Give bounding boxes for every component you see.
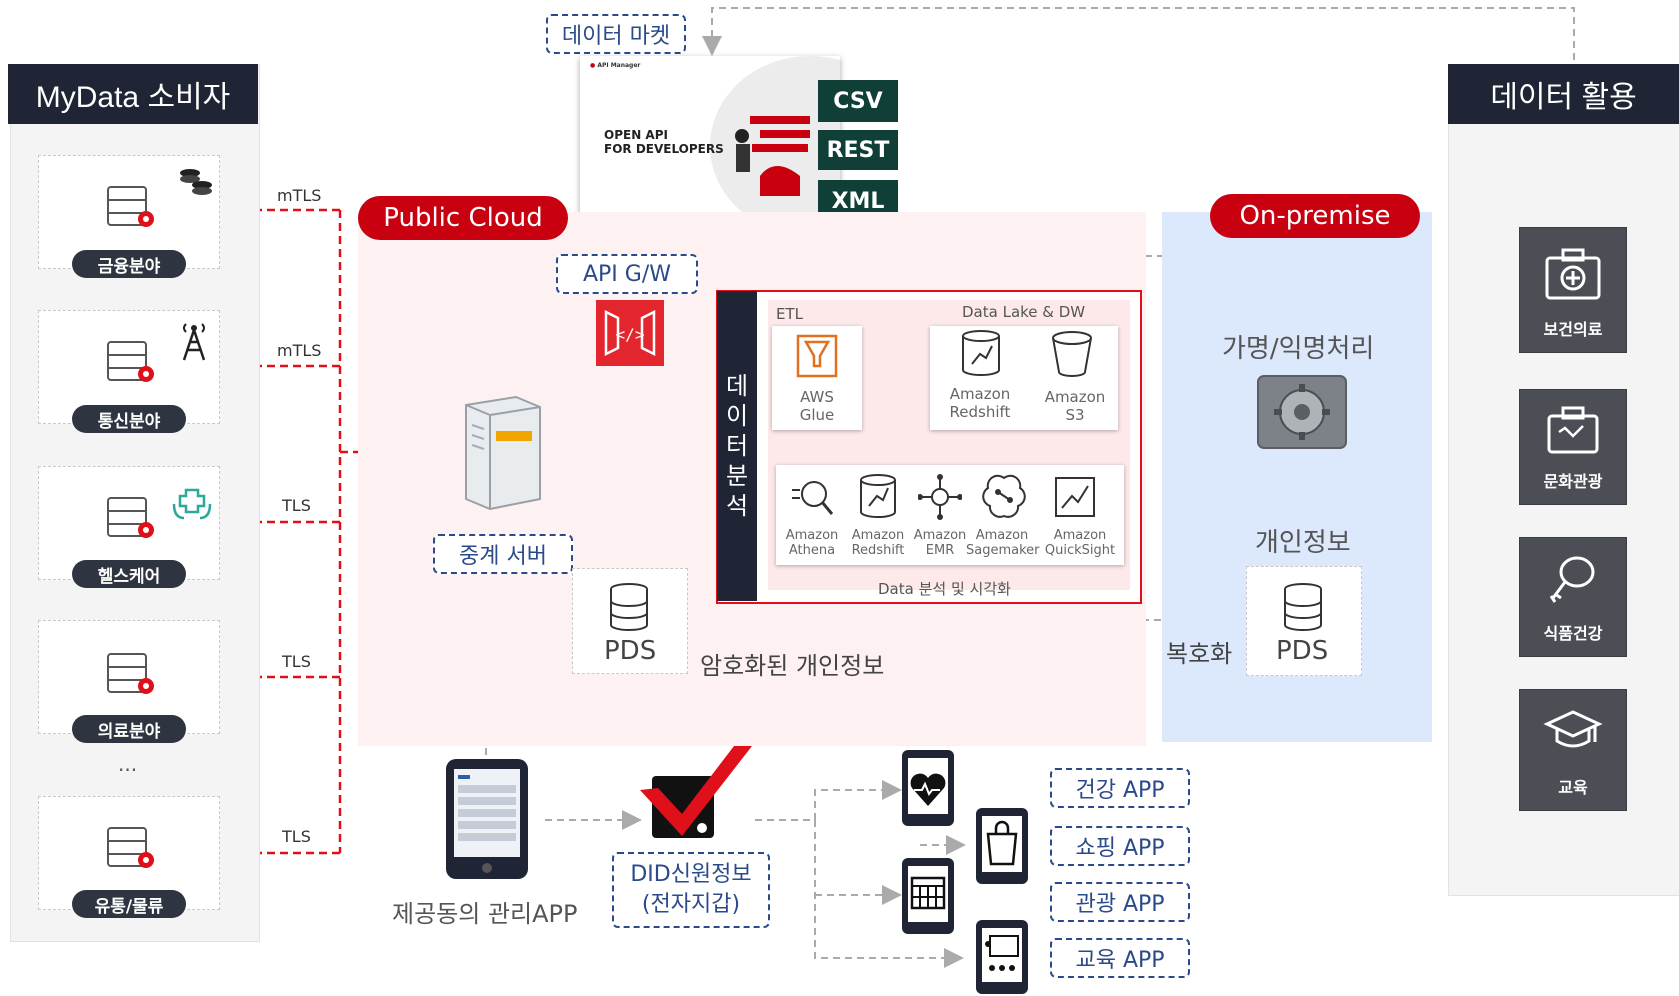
calendar-tablet-icon bbox=[902, 858, 954, 934]
link-protocol-label: TLS bbox=[282, 652, 311, 671]
database-icon bbox=[1284, 583, 1322, 631]
api-manager-logo: ● API Manager bbox=[590, 62, 641, 69]
decrypt-label: 복호화 bbox=[1166, 640, 1233, 668]
shopping-tablet-icon bbox=[976, 808, 1028, 884]
glue-card[interactable] bbox=[772, 326, 862, 430]
mobile-app-icon bbox=[446, 759, 528, 879]
lake-card[interactable] bbox=[930, 326, 1118, 430]
app-tourism[interactable]: 관광 APP bbox=[1050, 882, 1190, 922]
quicksight-icon bbox=[1055, 477, 1095, 517]
link-protocol-label: mTLS bbox=[277, 341, 322, 360]
sector-label-logistics: 유통/물류 bbox=[72, 890, 186, 918]
did-wallet-label[interactable]: DID신원정보(전자지갑) bbox=[612, 852, 770, 928]
education-tablet-icon bbox=[976, 920, 1028, 994]
wallet-check-icon bbox=[640, 746, 752, 838]
usage-food-health[interactable]: 식품건강 bbox=[1520, 538, 1626, 656]
api-gateway-icon: </> bbox=[596, 300, 664, 366]
sector-ellipsis: ... bbox=[118, 752, 138, 776]
heart-tablet-icon bbox=[902, 750, 954, 826]
app-shopping[interactable]: 쇼핑 APP bbox=[1050, 826, 1190, 866]
encrypted-label: 암호화된 개인정보 bbox=[700, 652, 885, 680]
personal-info-label: 개인정보 bbox=[1255, 528, 1351, 558]
format-rest[interactable]: REST bbox=[818, 130, 898, 170]
link-protocol-label: TLS bbox=[282, 827, 311, 846]
usage-culture-tourism[interactable]: 문화관광 bbox=[1520, 390, 1626, 504]
medical-kit-icon bbox=[1545, 248, 1601, 300]
data-market-label[interactable]: 데이터 마켓 bbox=[546, 14, 686, 54]
pds-onprem-label: PDS bbox=[1276, 636, 1329, 666]
svg-text:</>: </> bbox=[616, 325, 645, 344]
viz-title: Data 분석 및 시각화 bbox=[878, 580, 1011, 598]
pds-cloud-label: PDS bbox=[604, 636, 657, 666]
mgmt-app-label: 제공동의 관리APP bbox=[392, 900, 578, 928]
aws-glue-icon bbox=[796, 334, 838, 378]
sector-label-telecom: 통신분야 bbox=[72, 405, 186, 433]
graduation-cap-icon bbox=[1543, 710, 1603, 748]
athena-icon bbox=[792, 481, 834, 515]
consumer-title: MyData 소비자 bbox=[8, 64, 258, 124]
api-gw-label[interactable]: API G/W bbox=[556, 254, 698, 294]
coins-icon bbox=[180, 169, 212, 195]
api-manager-screenshot: ● API Manager OPEN API FOR DEVELOPERS bbox=[580, 56, 840, 236]
server-gear-icon bbox=[107, 341, 154, 382]
link-protocol-label: mTLS bbox=[277, 186, 322, 205]
antenna-icon bbox=[182, 323, 206, 361]
drumstick-icon bbox=[1549, 556, 1595, 603]
app-health[interactable]: 건강 APP bbox=[1050, 768, 1190, 808]
sector-label-medical: 의료분야 bbox=[72, 715, 186, 743]
redshift-icon bbox=[860, 474, 896, 518]
sector-label-finance: 금융분야 bbox=[72, 250, 186, 278]
anonymization-label: 가명/익명처리 bbox=[1222, 334, 1375, 364]
gear-processing-icon bbox=[1257, 375, 1347, 449]
database-icon bbox=[610, 583, 648, 631]
server-gear-icon bbox=[107, 827, 154, 868]
sector-label-healthcare: 헬스케어 bbox=[72, 560, 186, 588]
on-premise-label: On-premise bbox=[1210, 194, 1420, 238]
relay-server-label[interactable]: 중계 서버 bbox=[433, 534, 573, 574]
etl-label: ETL bbox=[776, 305, 803, 323]
link-protocol-label: TLS bbox=[282, 496, 311, 515]
server-gear-icon bbox=[107, 653, 154, 694]
data-lake-title: Data Lake & DW bbox=[962, 303, 1086, 321]
s3-bucket-icon bbox=[1052, 331, 1092, 377]
usage-title: 데이터 활용 bbox=[1448, 64, 1679, 124]
usage-education[interactable]: 교육 bbox=[1520, 690, 1626, 810]
sagemaker-icon bbox=[982, 474, 1026, 518]
server-gear-icon bbox=[107, 186, 154, 227]
emr-icon bbox=[918, 474, 962, 520]
healthcare-hands-icon bbox=[172, 488, 212, 520]
server-gear-icon bbox=[107, 497, 154, 538]
relay-server-icon bbox=[465, 395, 541, 511]
usage-health[interactable]: 보건의료 bbox=[1520, 228, 1626, 352]
developer-illustration bbox=[735, 116, 810, 196]
suitcase-icon bbox=[1547, 406, 1599, 454]
public-cloud-label: Public Cloud bbox=[358, 196, 568, 240]
format-csv[interactable]: CSV bbox=[818, 80, 898, 122]
app-education[interactable]: 교육 APP bbox=[1050, 938, 1190, 978]
open-api-text: OPEN API FOR DEVELOPERS bbox=[604, 128, 724, 156]
redshift-icon bbox=[962, 330, 1000, 376]
